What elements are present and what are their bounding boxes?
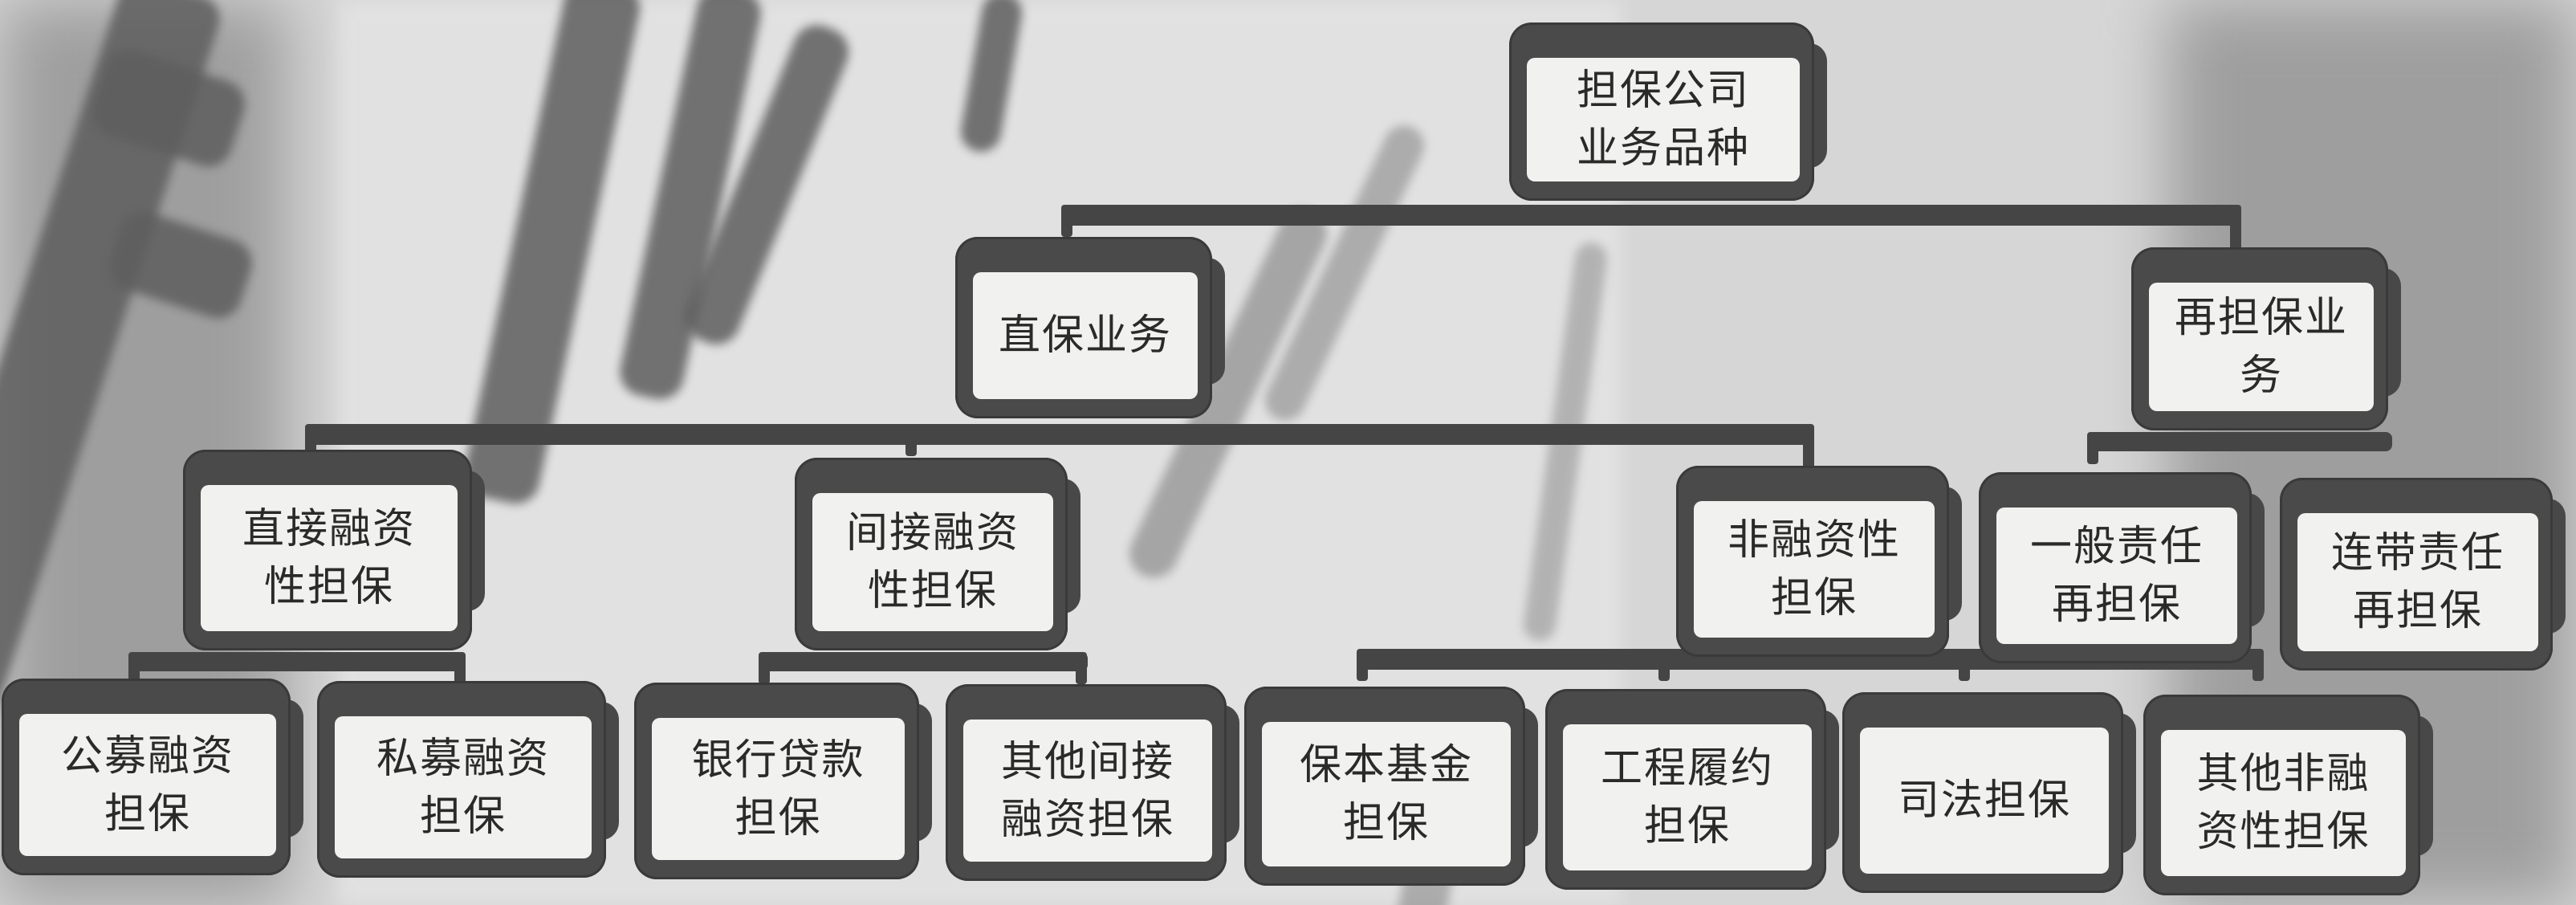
node-label: 间接融资 性担保: [812, 493, 1053, 631]
node-judicial[interactable]: 司法担保: [1842, 692, 2136, 893]
node-engineering[interactable]: 工程履约 担保: [1545, 689, 1839, 890]
node-direct-financing[interactable]: 直接融资 性担保: [183, 450, 485, 650]
node-label: 直接融资 性担保: [201, 485, 458, 631]
node-label: 担保公司 业务品种: [1527, 58, 1800, 181]
node-other-indirect[interactable]: 其他间接 融资担保: [946, 684, 1239, 881]
node-label: 工程履约 担保: [1563, 724, 1812, 870]
node-bank-loan[interactable]: 银行贷款 担保: [634, 683, 932, 879]
node-other-non-financing[interactable]: 其他非融 资性担保: [2143, 695, 2433, 895]
node-label: 连带责任 再担保: [2297, 513, 2538, 651]
node-label: 保本基金 担保: [1262, 722, 1511, 866]
node-joint-liability[interactable]: 连带责任 再担保: [2280, 478, 2566, 671]
node-label: 其他非融 资性担保: [2161, 730, 2406, 876]
node-label: 再担保业 务: [2149, 283, 2374, 411]
node-label: 银行贷款 担保: [652, 718, 905, 860]
node-reguarantee[interactable]: 再担保业 务: [2131, 247, 2401, 430]
node-label: 直保业务: [973, 272, 1198, 399]
node-label: 一般责任 再担保: [1996, 508, 2237, 644]
node-private-offering[interactable]: 私募融资 担保: [317, 681, 619, 878]
node-non-financing[interactable]: 非融资性 担保: [1676, 466, 1962, 657]
node-public-offering[interactable]: 公募融资 担保: [2, 679, 303, 875]
node-label: 私募融资 担保: [335, 716, 592, 858]
node-label: 其他间接 融资担保: [963, 720, 1212, 862]
node-label: 公募融资 担保: [19, 714, 276, 856]
node-capital-fund[interactable]: 保本基金 担保: [1244, 687, 1538, 886]
node-direct-guarantee[interactable]: 直保业务: [955, 237, 1225, 418]
node-general-liability[interactable]: 一般责任 再担保: [1979, 472, 2265, 663]
node-root[interactable]: 担保公司 业务品种: [1509, 22, 1827, 201]
node-label: 司法担保: [1860, 728, 2109, 874]
node-indirect-financing[interactable]: 间接融资 性担保: [795, 458, 1080, 650]
node-label: 非融资性 担保: [1694, 501, 1935, 638]
